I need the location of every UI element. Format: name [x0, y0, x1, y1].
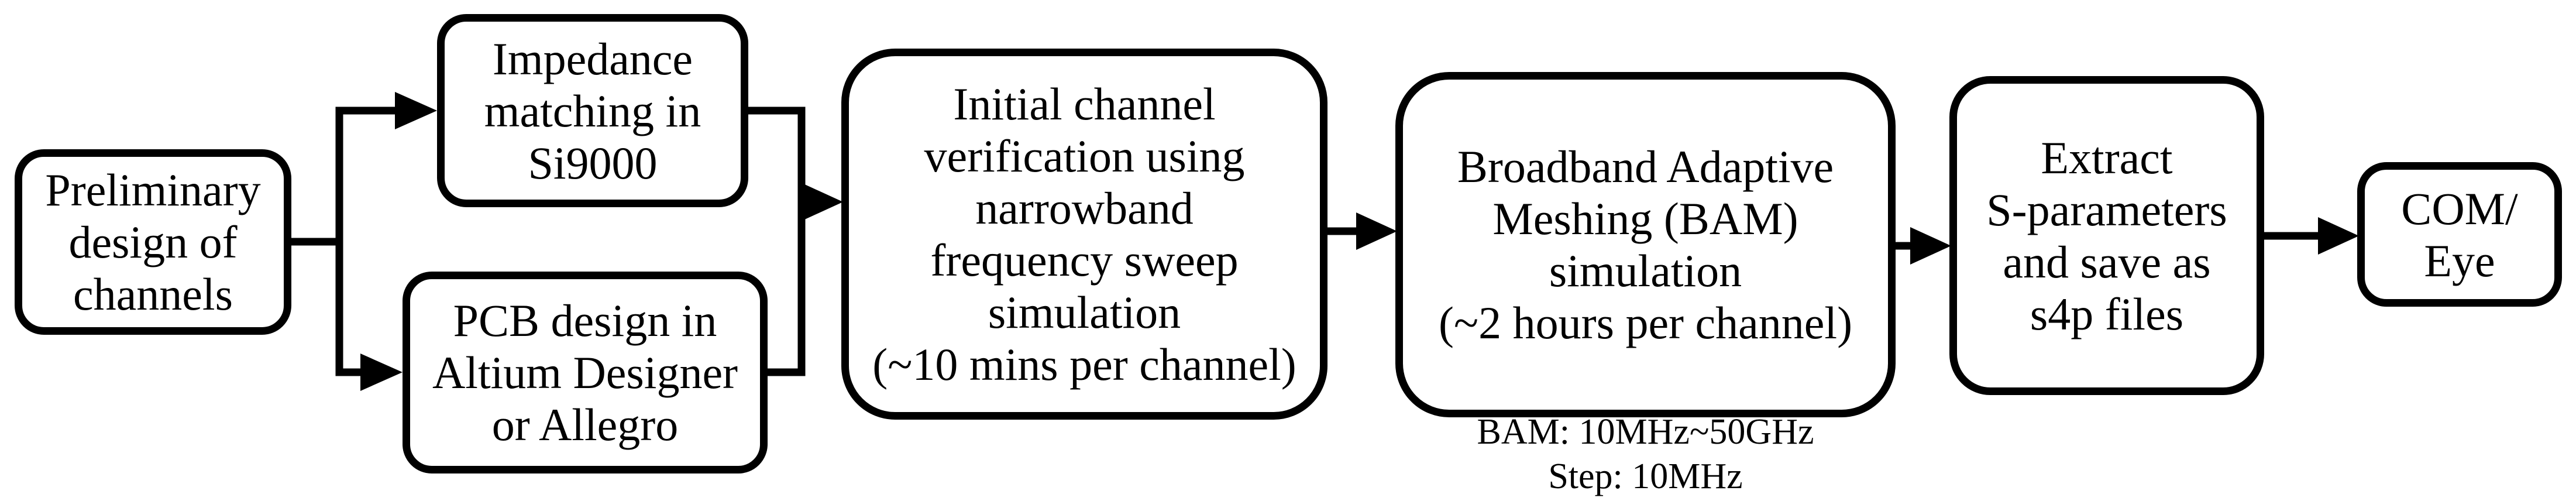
arrow-to-bam [1320, 212, 1397, 250]
box-text-line: (~2 hours per channel) [1438, 297, 1853, 348]
flow-box-impedance-matching: Impedance matching in Si9000 [437, 14, 748, 207]
box-text-line: frequency sweep [930, 235, 1239, 286]
box-text-line: PCB design in [453, 295, 717, 346]
bam-caption: BAM: 10MHz~50GHz Step: 10MHz [1395, 410, 1896, 499]
box-text-line: Preliminary [45, 164, 261, 215]
arrow-to-extract [1888, 227, 1951, 265]
box-text-line: COM/ [2401, 183, 2518, 234]
flow-box-extract-sparameters: Extract S-parameters and save as s4p fil… [1949, 76, 2264, 395]
bam-caption-line: Step: 10MHz [1548, 457, 1743, 496]
merge-connector [741, 107, 843, 376]
arrowhead-icon [360, 354, 403, 391]
box-text-line: narrowband [975, 183, 1194, 234]
box-text-line: Altium Designer [432, 347, 738, 398]
split-connector [287, 92, 437, 391]
box-text-line: or Allegro [491, 399, 679, 450]
flow-box-initial-verification: Initial channel verification using narro… [841, 49, 1327, 420]
arrowhead-icon [1910, 227, 1951, 265]
box-text-line: simulation [988, 287, 1181, 338]
box-text-line: Broadband Adaptive [1457, 141, 1834, 192]
box-text-line: Extract [2041, 132, 2173, 183]
arrowhead-icon [802, 183, 843, 221]
box-text-line: design of [68, 217, 238, 267]
box-text-line: Initial channel [953, 78, 1216, 129]
box-text-line: Si9000 [528, 137, 658, 188]
box-text-line: s4p files [2030, 288, 2184, 339]
arrowhead-icon [1356, 212, 1397, 250]
arrow-to-com-eye [2257, 217, 2359, 255]
box-text-line: Eye [2424, 235, 2495, 286]
flow-box-pcb-design: PCB design in Altium Designer or Allegro [403, 272, 768, 473]
box-text-line: (~10 mins per channel) [872, 339, 1296, 390]
box-text-line: Meshing (BAM) [1492, 193, 1798, 244]
flow-box-preliminary-design: Preliminary design of channels [15, 149, 291, 335]
box-text-line: channels [73, 269, 233, 320]
box-text-line: verification using [924, 131, 1245, 181]
box-text-line: simulation [1549, 245, 1742, 296]
box-text-line: Impedance [492, 33, 693, 84]
flow-box-com-eye: COM/ Eye [2357, 162, 2562, 307]
arrowhead-icon [2318, 217, 2359, 255]
box-text-line: matching in [484, 85, 701, 136]
bam-caption-line: BAM: 10MHz~50GHz [1477, 412, 1814, 452]
arrowhead-icon [395, 92, 437, 129]
box-text-line: S-parameters [1986, 184, 2227, 235]
flow-box-bam-simulation: Broadband Adaptive Meshing (BAM) simulat… [1395, 72, 1896, 417]
box-text-line: and save as [2003, 236, 2211, 287]
